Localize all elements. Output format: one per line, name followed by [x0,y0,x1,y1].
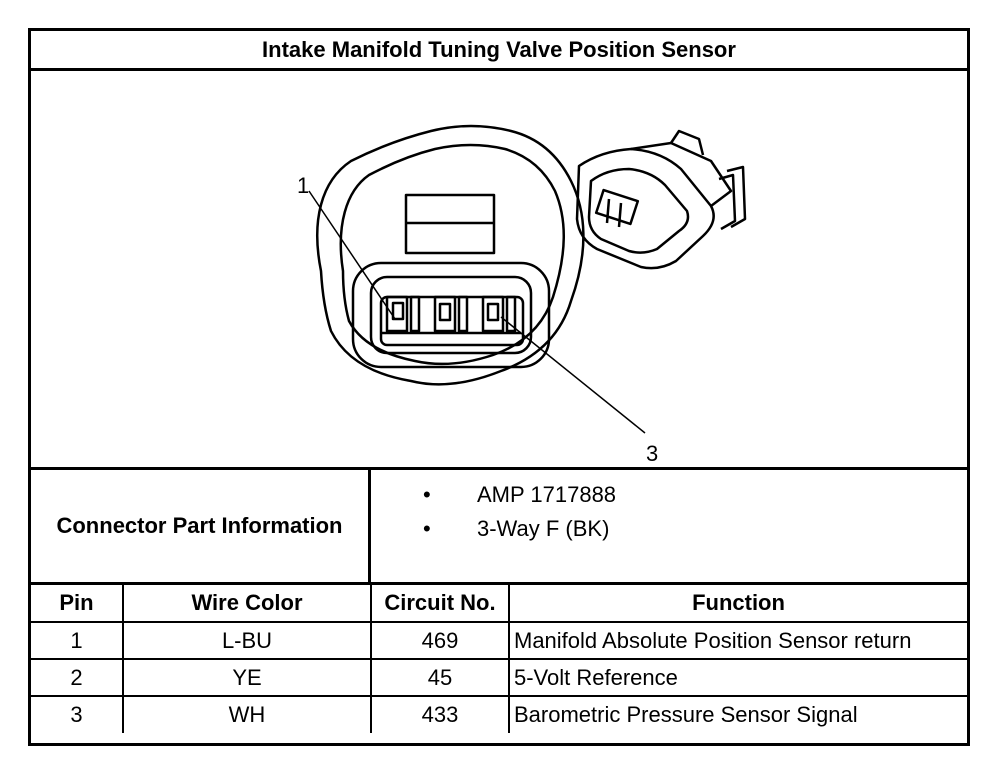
header-pin: Pin [31,585,124,623]
connector-part-item: • AMP 1717888 [371,482,967,514]
pin-function: Barometric Pressure Sensor Signal [508,695,967,733]
wire-color: YE [122,658,372,697]
circuit-number: 469 [370,621,510,660]
connector-perspective [575,129,747,270]
terminal-2 [433,295,457,333]
connector-part-item: • 3-Way F (BK) [371,516,967,548]
table-row: 1 L-BU 469 Manifold Absolute Position Se… [31,621,967,660]
terminal-1 [385,295,409,333]
connector-part-information-label: Connector Part Information [31,470,371,582]
connector-drawing: 1 3 [297,124,747,466]
terminal-3 [481,295,505,333]
bullet-icon: • [423,516,431,541]
connector-part-number: AMP 1717888 [477,482,617,507]
table-row: 2 YE 45 5-Volt Reference [31,658,967,697]
pin-table-header: Pin Wire Color Circuit No. Function [31,585,967,623]
wire-color: L-BU [122,621,372,660]
connector-description: 3-Way F (BK) [477,516,610,541]
cavity-housing-outer [351,261,551,369]
cavity-housing-inner [369,275,533,355]
callout-1-leader [308,190,396,320]
pin-table: Pin Wire Color Circuit No. Function 1 L-… [31,585,967,733]
connector-part-information: Connector Part Information • AMP 1717888… [31,467,967,585]
pin-number: 2 [31,658,124,697]
circuit-number: 45 [370,658,510,697]
bullet-icon: • [423,482,431,507]
callout-3-leader [500,316,646,434]
connector-shell-inner [339,143,565,366]
connector-figure: 1 3 [31,71,967,467]
pin-function: 5-Volt Reference [508,658,967,697]
header-function: Function [508,585,967,623]
callout-1-label: 1 [297,173,309,198]
connector-shell-outer [316,124,585,386]
pin-function: Manifold Absolute Position Sensor return [508,621,967,660]
header-wire-color: Wire Color [122,585,372,623]
table-row: 3 WH 433 Barometric Pressure Sensor Sign… [31,695,967,733]
wire-color: WH [122,695,372,733]
callout-3-label: 3 [646,441,658,466]
connector-sheet: Intake Manifold Tuning Valve Position Se… [28,28,970,746]
pin-number: 3 [31,695,124,733]
header-circuit-no: Circuit No. [370,585,510,623]
circuit-number: 433 [370,695,510,733]
connector-part-list: • AMP 1717888 • 3-Way F (BK) [371,470,967,582]
sheet-title: Intake Manifold Tuning Valve Position Se… [31,31,967,71]
pin-number: 1 [31,621,124,660]
